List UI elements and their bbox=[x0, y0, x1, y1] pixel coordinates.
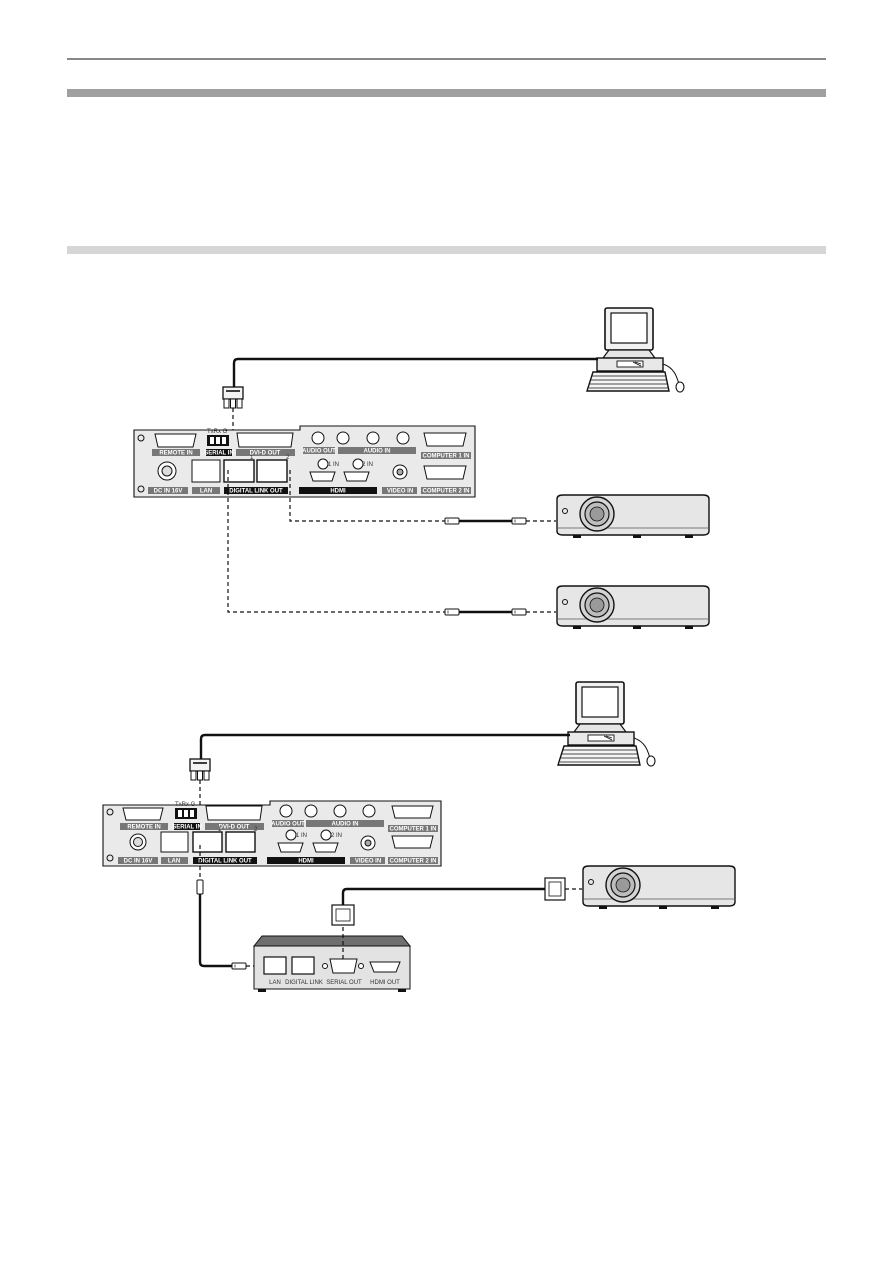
label-remote-in: REMOTE IN bbox=[127, 825, 160, 831]
label-hdmi2-in: 2 IN bbox=[331, 833, 342, 839]
label-port1: 1 bbox=[218, 827, 222, 833]
digital-link-transmitter: LAN DIGITAL LINK SERIAL OUT HDMI OUT bbox=[252, 935, 412, 992]
label-computer1-in: COMPUTER 1 IN bbox=[389, 827, 436, 833]
projector-icon bbox=[582, 865, 736, 910]
label-serial-pins: TxRx G bbox=[207, 429, 228, 435]
label-serial-pins: TxRx G bbox=[175, 802, 196, 808]
computer-icon bbox=[557, 681, 656, 767]
label-video-in: VIDEO IN bbox=[355, 859, 381, 865]
terminal-block-icon bbox=[189, 758, 211, 781]
rj45-plug-icon bbox=[444, 608, 460, 616]
serial-cable bbox=[341, 887, 545, 905]
label-hdmi1-in: 1 IN bbox=[328, 462, 339, 468]
rj45-plug-icon bbox=[511, 608, 527, 616]
label-dvi-out: DVI-D OUT bbox=[250, 451, 281, 457]
label-port2: 2 bbox=[254, 827, 258, 833]
label-lan: LAN bbox=[200, 489, 212, 495]
label-video-in: VIDEO IN bbox=[387, 489, 413, 495]
label-computer2-in: COMPUTER 2 IN bbox=[422, 489, 469, 495]
label-dc-in: DC IN 16V bbox=[124, 859, 153, 865]
label-hdmi-logo: HDMI bbox=[330, 489, 346, 495]
section-bar-light bbox=[67, 246, 826, 254]
dashed-link bbox=[227, 470, 445, 613]
label-tx-hdmi-out: HDMI OUT bbox=[370, 980, 400, 986]
rj45-plug-icon bbox=[444, 517, 460, 525]
label-digital-link-out: DIGITAL LINK OUT bbox=[198, 859, 252, 865]
label-serial-in: SERIAL IN bbox=[172, 825, 202, 831]
label-tx-lan: LAN bbox=[269, 980, 281, 986]
rj45-plug-icon bbox=[196, 879, 204, 895]
dashed-link bbox=[289, 470, 445, 522]
label-port1: 1 bbox=[250, 455, 254, 461]
label-audio-in: AUDIO IN bbox=[332, 822, 359, 828]
dsub-connector-icon bbox=[544, 877, 566, 901]
label-tx-digital-link: DIGITAL LINK bbox=[285, 980, 323, 986]
label-digital-link-out: DIGITAL LINK OUT bbox=[229, 489, 283, 495]
label-hdmi1-in: 1 IN bbox=[296, 833, 307, 839]
serial-cable bbox=[199, 733, 570, 759]
label-computer1-in: COMPUTER 1 IN bbox=[422, 454, 469, 460]
terminal-block-icon bbox=[222, 386, 244, 409]
label-lan: LAN bbox=[168, 859, 180, 865]
serial-cable bbox=[232, 357, 598, 387]
label-audio-out: AUDIO OUT bbox=[271, 822, 305, 828]
label-serial-in: SERIAL IN bbox=[204, 451, 234, 457]
label-hdmi2-in: 2 IN bbox=[362, 462, 373, 468]
label-dvi-out: DVI-D OUT bbox=[219, 825, 250, 831]
rear-panel-2: REMOTE IN TxRx G SERIAL IN DVI-D OUT AUD… bbox=[102, 800, 442, 867]
dsub-connector-icon bbox=[331, 904, 355, 926]
rj45-plug-icon bbox=[511, 517, 527, 525]
label-dc-in: DC IN 16V bbox=[154, 489, 183, 495]
label-audio-out: AUDIO OUT bbox=[302, 449, 336, 455]
projector-icon bbox=[556, 494, 710, 539]
label-computer2-in: COMPUTER 2 IN bbox=[389, 859, 436, 865]
section-bar-dark bbox=[67, 89, 826, 97]
rj45-plug-icon bbox=[231, 962, 247, 970]
label-port2: 2 bbox=[286, 455, 290, 461]
label-hdmi-logo: HDMI bbox=[298, 859, 314, 865]
digital-link-cable bbox=[198, 894, 232, 968]
label-audio-in: AUDIO IN bbox=[364, 449, 391, 455]
computer-icon bbox=[586, 307, 685, 393]
label-remote-in: REMOTE IN bbox=[159, 451, 192, 457]
rear-panel-1: REMOTE IN TxRx G SERIAL IN DVI-D OUT AUD… bbox=[133, 425, 476, 498]
projector-icon bbox=[556, 585, 710, 630]
label-tx-serial-out: SERIAL OUT bbox=[326, 980, 362, 986]
